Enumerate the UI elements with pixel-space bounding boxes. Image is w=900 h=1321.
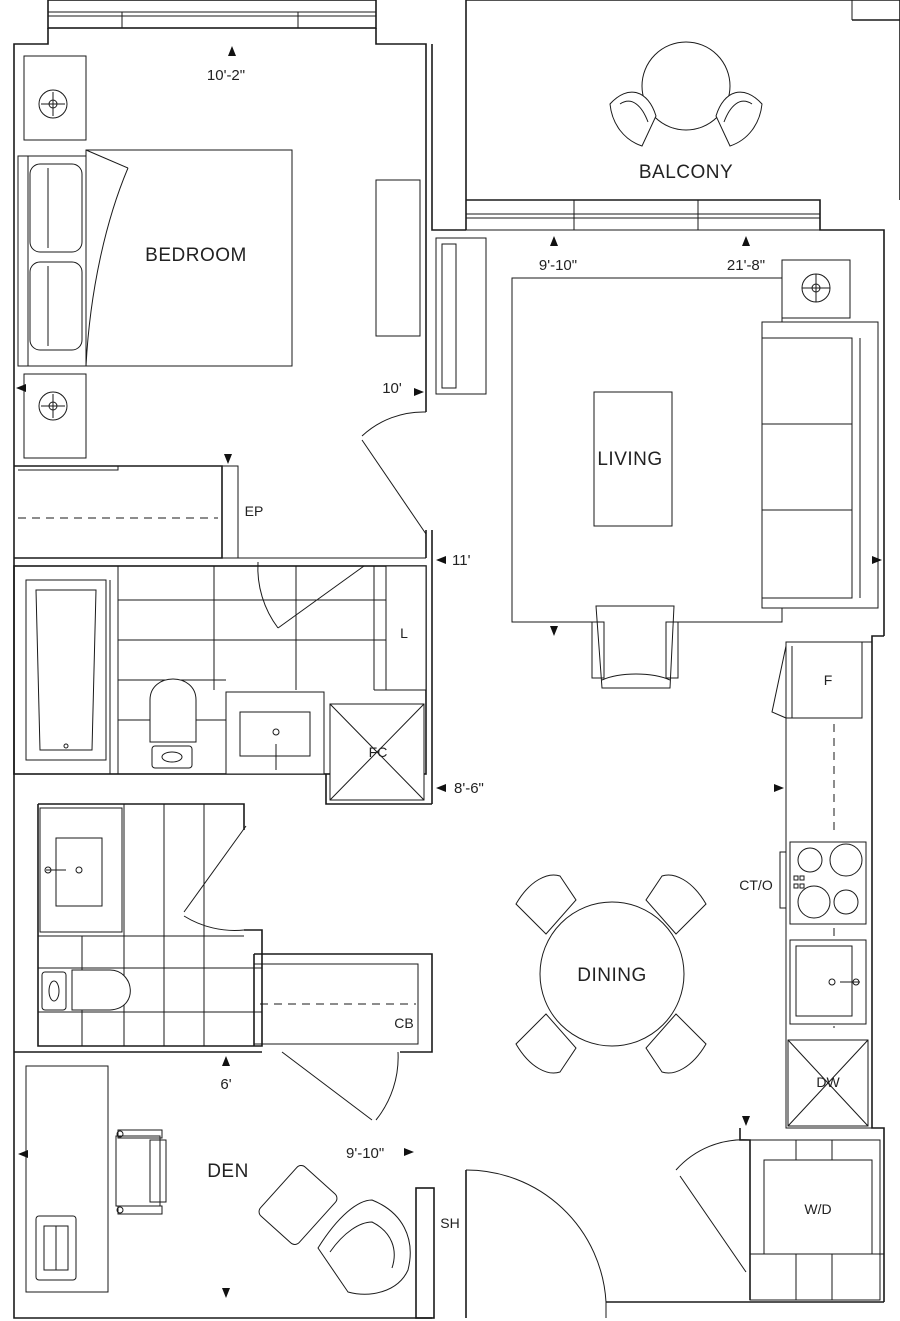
fixture-label-shelf: SH: [440, 1215, 459, 1231]
room-label-bedroom: BEDROOM: [145, 245, 247, 266]
dining-furniture: [515, 874, 707, 1074]
dimension-living-depth: 11': [452, 552, 471, 569]
doors: [183, 411, 787, 1318]
fixture-label-ep: EP: [245, 503, 264, 519]
fixture-label-linen: L: [400, 625, 408, 641]
bedroom-furniture: [17, 55, 421, 519]
fixture-label-dishwasher: DW: [816, 1074, 840, 1090]
room-label-balcony: BALCONY: [639, 162, 733, 183]
fixture-label-washer-dryer: W/D: [804, 1201, 831, 1217]
dimension-balcony-width: 9'-10": [539, 257, 577, 274]
fixture-labels: EP L FC F CT/O CB DW W/D SH: [245, 503, 841, 1231]
fixture-label-fc: FC: [369, 744, 388, 760]
living-furniture: [435, 237, 879, 689]
fixture-label-fridge: F: [824, 672, 833, 688]
dimension-kitchen-depth: 8'-6": [454, 780, 484, 797]
dimension-den-width: 9'-10": [346, 1145, 384, 1162]
bathroom-2: [38, 804, 419, 1046]
dimension-bedroom-depth: 10': [382, 380, 402, 397]
room-label-den: DEN: [207, 1161, 249, 1182]
den-furniture: [25, 1065, 411, 1295]
dimension-labels: 10'-2" 9'-10" 21'-8" 10' 11' 8'-6" 6' 9'…: [207, 67, 765, 1162]
laundry: [749, 1139, 884, 1301]
dimension-bedroom-width: 10'-2": [207, 67, 245, 84]
room-labels: BEDROOM BALCONY LIVING DINING DEN: [145, 162, 733, 1182]
room-label-dining: DINING: [577, 965, 647, 986]
balcony-furniture: [609, 41, 763, 147]
fixture-label-cb: CB: [394, 1015, 413, 1031]
room-label-living: LIVING: [597, 449, 662, 470]
dimension-living-width: 21'-8": [727, 257, 765, 274]
bathroom-1: [25, 565, 427, 801]
kitchen: [779, 641, 873, 1129]
fixture-label-cooktop-oven: CT/O: [739, 877, 773, 893]
dimension-arrows: [16, 46, 882, 1298]
dimension-den-height: 6': [220, 1076, 231, 1093]
